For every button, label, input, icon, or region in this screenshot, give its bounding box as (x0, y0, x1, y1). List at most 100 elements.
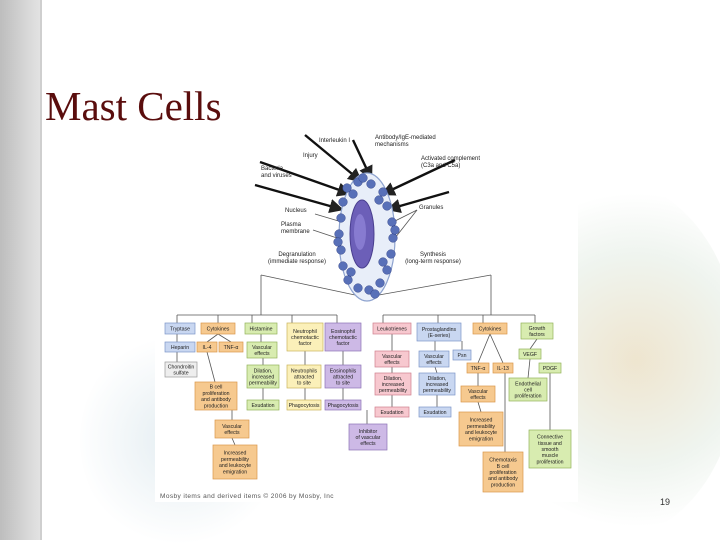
page-number: 19 (660, 497, 671, 507)
granule (375, 278, 385, 288)
label-pointer (392, 209, 418, 223)
connector (231, 437, 236, 446)
connector (477, 401, 482, 413)
granule (336, 245, 346, 255)
granule (378, 257, 388, 267)
label-synthesis: Synthesis(long-term response) (405, 252, 461, 265)
stimulus-arrow (386, 190, 450, 213)
label-injury: Injury (303, 153, 318, 159)
box-eosinophil_cf-rect (324, 322, 362, 352)
nucleus-highlight (354, 214, 366, 250)
connector (260, 274, 356, 296)
box-tryptase-label: Tryptase (170, 327, 190, 333)
copyright-credit: Mosby items and derived items © 2006 by … (160, 493, 334, 500)
box-tryptase: Tryptase (164, 322, 196, 335)
box-eos_attract-rect (324, 364, 362, 389)
granule (374, 195, 384, 205)
box-histamine-rect (244, 322, 278, 335)
label-nucleus: Nucleus (285, 208, 307, 214)
box-tnf_l-label: TNF-α (224, 345, 239, 351)
box-cytokines_r: Cytokines (472, 322, 508, 335)
label-degranulation: Degranulation(immediate response) (268, 252, 326, 265)
box-leukotrienes-rect (372, 322, 412, 335)
granule (370, 289, 380, 299)
box-neut_attract-rect (286, 364, 322, 389)
box-il13: IL-13 (492, 362, 514, 374)
box-increased_l-rect (212, 444, 258, 480)
box-chondroitin-rect (164, 361, 198, 378)
box-vegf: VEGF (518, 348, 542, 360)
box-phago2-rect (324, 399, 362, 411)
box-endothelial-rect (508, 377, 548, 402)
box-cytokines_l-label: Cytokines (207, 327, 230, 333)
box-histamine: Histamine (244, 322, 278, 335)
granule (343, 275, 353, 285)
granule (386, 249, 396, 259)
box-exudation1-label: Exudation (251, 403, 274, 409)
box-exudation1-rect (246, 399, 280, 411)
stimulus-arrow (259, 160, 352, 197)
box-tnf_r: TNF-α (466, 362, 490, 374)
stimulus-arrow (351, 139, 373, 181)
granule (382, 265, 392, 275)
box-leukotrienes: Leukotrienes (372, 322, 412, 335)
box-il13-label: IL-13 (497, 366, 509, 372)
granule (348, 189, 358, 199)
mast-cell (333, 172, 400, 302)
stimulus-arrow (254, 183, 344, 213)
label-complement: Activated complement(C3a and C5a) (421, 156, 480, 169)
box-dilation1-rect (246, 364, 280, 389)
box-tnf_l-rect (218, 341, 244, 353)
connector (434, 366, 438, 374)
box-pdgf-label: PDGF (543, 366, 557, 372)
box-vascular_l2-rect (214, 419, 250, 439)
label-pointer (394, 209, 418, 239)
box-exudation2-label: Exudation (380, 410, 403, 416)
granule (390, 225, 400, 235)
box-exudation2-rect (374, 406, 410, 418)
box-psn-rect (452, 349, 472, 361)
box-dilation2-rect (374, 372, 412, 396)
granule (387, 217, 397, 227)
connector (527, 358, 531, 379)
connector (489, 333, 504, 364)
box-pdgf-rect (538, 362, 562, 374)
stimulus-arrow (304, 134, 363, 183)
label-interleukin: Interleukin I (319, 138, 350, 144)
connector (529, 338, 538, 350)
box-chemotaxis-rect (482, 451, 524, 493)
box-cytokines_l: Cytokines (200, 322, 236, 335)
granule (358, 173, 368, 183)
